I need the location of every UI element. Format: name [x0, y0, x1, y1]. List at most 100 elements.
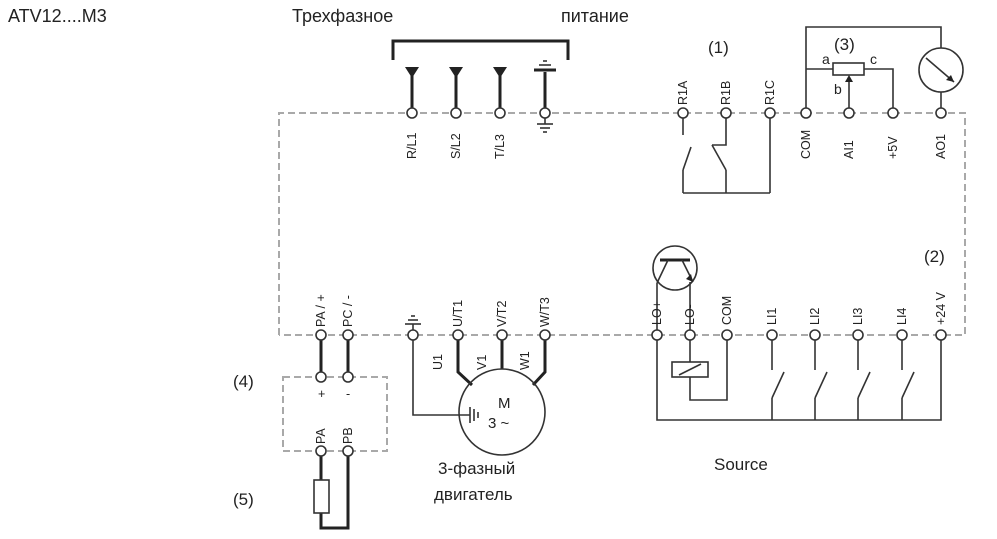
terminal-module-pb	[342, 445, 354, 457]
terminal-li4	[896, 329, 908, 341]
terminal-label: PA	[314, 428, 328, 444]
earth-icon	[405, 315, 421, 330]
terminals	[315, 107, 947, 457]
li2-switch	[814, 371, 828, 399]
resistor-return-wire	[319, 456, 350, 530]
supply-bracket	[391, 39, 570, 60]
relay-coil-icon	[671, 361, 709, 378]
earth-icon	[537, 118, 553, 133]
note-braking-module: (4)	[233, 372, 254, 391]
wiper-arrow-icon	[845, 75, 853, 82]
terminal-earth-supply	[539, 107, 551, 119]
terminal-label: PB	[341, 427, 355, 444]
relay-contact-nc	[711, 144, 727, 171]
symbols	[313, 47, 964, 514]
heading-supply: питание	[561, 6, 629, 26]
pot-c-wire	[864, 68, 894, 108]
terminal-label: U/T1	[451, 300, 465, 327]
li1-switch	[771, 371, 785, 399]
potentiometer-icon	[832, 62, 865, 76]
terminal-label: LI3	[851, 308, 865, 325]
meter-needle-arrow	[946, 75, 954, 82]
note-relay: (1)	[708, 38, 729, 57]
li4-switch	[901, 371, 915, 399]
terminal-tl3	[494, 107, 506, 119]
relay-contact-no	[682, 146, 692, 171]
terminal-motor-2	[496, 329, 508, 341]
terminal-label: AI1	[842, 140, 856, 159]
terminal-module-pa	[315, 445, 327, 457]
terminal-li2	[809, 329, 821, 341]
transistor-collector	[656, 259, 669, 284]
motor-caption-line2: двигатель	[434, 485, 513, 504]
motor-u1-wire	[456, 340, 474, 387]
terminal-label: +24 V	[934, 291, 948, 325]
module-polarity-label: -	[346, 387, 350, 401]
motor-wire-label: U1	[431, 354, 445, 370]
supply-arrow-icon	[493, 67, 507, 78]
model-label: ATV12....M3	[8, 6, 107, 26]
module-polarity-label: +	[318, 387, 325, 401]
terminal-label: LO-	[683, 304, 697, 325]
analog-com-wire	[805, 26, 942, 108]
meter-icon	[918, 47, 964, 93]
terminal-dc-0	[315, 329, 327, 341]
pot-pin-a: a	[822, 51, 830, 67]
terminal-motor-1	[452, 329, 464, 341]
terminal-motor-3	[539, 329, 551, 341]
coil-diagonal	[678, 363, 702, 376]
terminal-label: LO+	[650, 301, 664, 325]
motor-phases: 3 ~	[488, 415, 510, 432]
terminal-label: AO1	[934, 134, 948, 159]
heading-three-phase: Трехфазное	[292, 6, 393, 26]
terminal-motor-0	[407, 329, 419, 341]
terminal-li3	[852, 329, 864, 341]
terminal-r1a	[677, 107, 689, 119]
motor-icon	[458, 368, 546, 456]
transistor-arrow	[686, 274, 693, 282]
terminal-24v	[935, 329, 947, 341]
terminal-5v	[887, 107, 899, 119]
note-potentiometer: (3)	[834, 35, 855, 54]
supply-arrow-icon	[449, 67, 463, 78]
motor-w1-wire	[531, 340, 547, 387]
supply-arrow-icon	[405, 67, 419, 78]
terminal-sl2	[450, 107, 462, 119]
terminal-r1c	[764, 107, 776, 119]
terminal-ao1	[935, 107, 947, 119]
pot-pin-c: c	[870, 51, 877, 67]
drive-outline	[278, 112, 966, 452]
drive-outline-dashed	[278, 112, 966, 336]
logic-rail	[656, 340, 942, 421]
terminal-label: W/T3	[538, 297, 552, 327]
relay-r1b-wire	[712, 118, 727, 146]
terminal-label: COM	[720, 296, 734, 325]
terminal-label: PC / -	[341, 295, 355, 327]
terminal-label: R1A	[676, 80, 690, 105]
terminal-label: +5V	[886, 136, 900, 159]
terminal-label: LI1	[765, 308, 779, 325]
motor-caption-line1: 3-фазный	[438, 459, 515, 478]
motor-wire-label: V1	[475, 355, 489, 370]
terminal-label: LI2	[808, 308, 822, 325]
motor-wire-label: W1	[518, 351, 532, 370]
li3-switch	[857, 371, 871, 399]
pot-pin-b: b	[834, 81, 842, 97]
terminal-module-minus	[342, 371, 354, 383]
wires	[319, 26, 955, 530]
terminal-label: R1C	[763, 80, 777, 105]
terminal-label: R1B	[719, 81, 733, 105]
terminal-rl1	[406, 107, 418, 119]
terminal-com	[721, 329, 733, 341]
motor-letter: M	[498, 395, 511, 412]
terminal-module-plus	[315, 371, 327, 383]
terminal-dc-1	[342, 329, 354, 341]
terminal-label: S/L2	[449, 133, 463, 159]
terminal-label: PA / +	[314, 294, 328, 327]
terminal-label: V/T2	[495, 301, 509, 327]
terminal-lo	[684, 329, 696, 341]
coil-com-wire	[689, 340, 728, 401]
terminal-com	[800, 107, 812, 119]
